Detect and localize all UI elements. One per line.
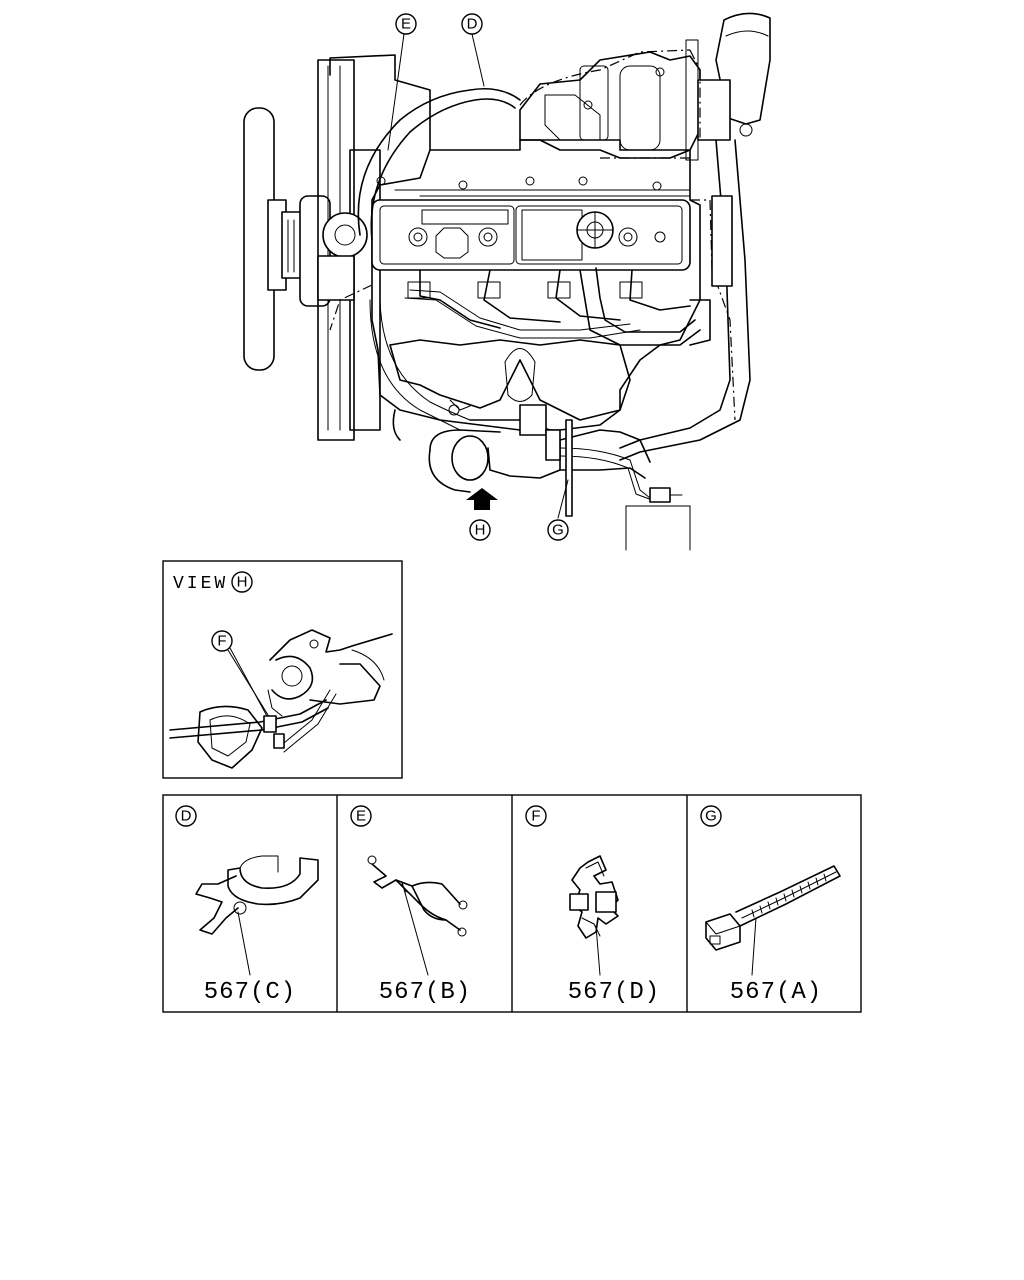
engine-illustration	[243, 12, 771, 551]
air-intake-tube	[619, 139, 751, 461]
callout-g: G	[547, 519, 569, 541]
svg-text:E: E	[401, 16, 411, 33]
pulley-assembly	[299, 59, 381, 441]
fuel-injection-lines	[404, 269, 691, 339]
parts-table: D 567(C) E 567	[162, 794, 862, 1013]
svg-text:G: G	[552, 522, 564, 539]
lower-harness	[428, 399, 691, 551]
hose-clamp-drawing	[195, 855, 319, 976]
callout-d: D	[461, 13, 483, 35]
part-cell-clamp-c: D 567(C)	[175, 805, 319, 1006]
view-direction-arrow	[466, 488, 498, 510]
push-clip-drawing	[569, 855, 619, 976]
callout-e: E	[395, 13, 417, 35]
part-ref: E	[356, 808, 366, 825]
part-ref: F	[531, 808, 540, 825]
svg-text:D: D	[467, 16, 478, 33]
part-number: 567(C)	[204, 979, 296, 1006]
leader-e	[387, 33, 405, 151]
bolt-row	[376, 176, 691, 197]
turbocharger	[519, 12, 771, 161]
part-cell-clip-d: F 567(D)	[525, 805, 660, 1006]
view-label: VIEW	[173, 574, 228, 594]
leader-g	[557, 479, 569, 519]
svg-text:H: H	[475, 522, 486, 539]
view-target: H	[237, 574, 248, 591]
part-number: 567(D)	[568, 979, 660, 1006]
dashed-outlines	[329, 49, 736, 421]
part-cell-clip-b: E 567(B)	[350, 805, 471, 1006]
part-number: 567(B)	[379, 979, 471, 1006]
exhaust-manifold	[389, 339, 631, 421]
view-callout-f: F	[217, 633, 226, 650]
intake-plenum	[371, 199, 691, 271]
part-cell-tie-a: G 567(A)	[700, 805, 841, 1006]
view-h-detail	[169, 629, 393, 769]
hoses	[357, 87, 701, 441]
part-ref: D	[181, 808, 192, 825]
cable-tie-drawing	[705, 865, 841, 976]
view-h-panel: VIEW H F	[162, 560, 403, 779]
part-number: 567(A)	[730, 979, 822, 1006]
leader-d	[471, 33, 485, 87]
part-ref: G	[705, 808, 717, 825]
callout-h: H	[469, 519, 491, 541]
wire-clip-drawing	[367, 855, 468, 976]
cooling-fan	[243, 107, 305, 371]
